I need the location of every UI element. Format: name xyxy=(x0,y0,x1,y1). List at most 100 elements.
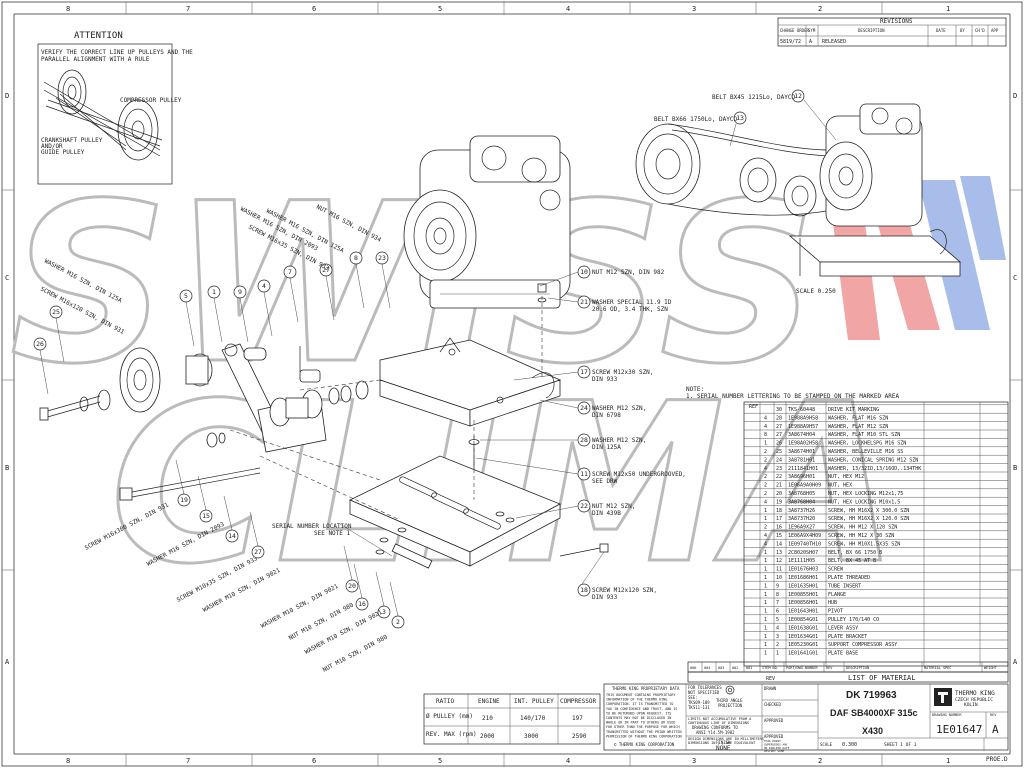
bom-item-no: 19 xyxy=(776,499,782,505)
bom-qty: 1 xyxy=(764,575,767,581)
dk-number: DK 719963 xyxy=(846,690,897,701)
rev-label: REV xyxy=(990,713,997,717)
bom-qty: 1 xyxy=(764,642,767,648)
bom-part-number: 3A8737H20 xyxy=(788,516,815,522)
serial-note-line: SEE NOTE 1 xyxy=(314,530,351,537)
bom-item-no: 8 xyxy=(776,592,779,598)
limits-note: LIMITS NOT ACCUMULATIVE FROM A xyxy=(688,717,752,721)
projection-label: THIRD ANGLE xyxy=(716,698,743,703)
callout-number: 10 xyxy=(580,268,588,276)
finish-label: FINISH xyxy=(716,740,731,745)
bom-qty: 2 xyxy=(764,483,767,489)
bom-item-no: 7 xyxy=(776,600,779,606)
bom-footer-header: 002 xyxy=(732,666,738,670)
bom-qty: 1 xyxy=(764,441,767,447)
conform-note: ANSI Y14.5M-1982 xyxy=(696,730,735,735)
bom-qty: 1 xyxy=(764,600,767,606)
sheet-label: SHEET 1 OF 1 xyxy=(884,742,917,748)
bom-part-number: 1E09740TH10 xyxy=(788,541,821,547)
bom-item-no: 20 xyxy=(776,491,782,497)
title-block: THERMO KING PROPRIETARY DATA THIS DOCUME… xyxy=(603,683,1009,763)
rev-header: DESCRIPTION xyxy=(858,28,885,33)
bom-part-number: 3A8674H04 xyxy=(788,432,815,438)
bom-description: BELT, BX 66 1750 B xyxy=(828,550,882,556)
ratio-cell: 210 xyxy=(482,715,493,722)
bom-part-number: 1E00856H01 xyxy=(788,600,818,606)
tolerance-line: FOR TOLERANCES xyxy=(688,685,722,690)
bom-part-number: 1E96A9X27 xyxy=(788,525,815,531)
note-title: NOTE: xyxy=(686,386,704,393)
callout-label: NUT M12 SZN, DIN 982 xyxy=(592,269,665,276)
bom-part-number: 1E00855H01 xyxy=(788,592,818,598)
bom-part-number: 1E01686H01 xyxy=(788,575,818,581)
description-line-2: X430 xyxy=(862,726,883,736)
col-label: 5 xyxy=(438,757,442,765)
bom-footer-header: 001 xyxy=(746,666,752,670)
bom-part-number: 3A8768H04 xyxy=(788,499,815,505)
note-text: 1. SERIAL NUMBER LETTERING TO BE STAMPED… xyxy=(686,393,900,400)
callout-label: WASHER M12 SZN, xyxy=(592,405,646,412)
col-label: 5 xyxy=(438,5,442,13)
bom-item-no: 3 xyxy=(776,634,779,640)
callout-balloon xyxy=(577,583,591,597)
crankshaft-label-line: GUIDE PULLEY xyxy=(41,149,85,156)
callout-balloon xyxy=(577,433,591,447)
role-label: APPROVED xyxy=(764,734,784,739)
company-location: KOLIN xyxy=(964,702,978,708)
bom-description: SCREW, HH M12 X 30 SZN xyxy=(828,533,894,539)
company-name: THERMO KING xyxy=(955,690,995,697)
bom-footer-header: 006 xyxy=(690,666,696,670)
callout-number: 26 xyxy=(36,340,44,348)
col-label: 8 xyxy=(66,757,70,765)
bom-item-no: 17 xyxy=(776,516,782,522)
belt-balloon-num: 12 xyxy=(794,92,802,100)
idler-pulley xyxy=(39,347,161,421)
bom-item-no: 25 xyxy=(776,449,782,455)
bom-part-number: 3A8737H26 xyxy=(788,508,815,514)
bom-footer-header: REV xyxy=(826,666,833,670)
bom-item-no: 4 xyxy=(776,625,779,631)
bom-description: WASHER, 13/32ID,13/16OD,.134THK xyxy=(828,466,921,472)
bom-title: LIST OF MATERIAL xyxy=(848,674,915,682)
bom-qty: 1 xyxy=(764,567,767,573)
bom-qty: 2 xyxy=(764,491,767,497)
serial-note-line: SERIAL NUMBER LOCATION xyxy=(272,523,352,530)
tolerance-line: TKS09-109 xyxy=(688,700,710,705)
finish-value: NONE xyxy=(716,745,731,752)
callout-number: 3 xyxy=(382,608,386,616)
bom-description: TUBE INSERT xyxy=(828,583,861,589)
ratio-cell: 3000 xyxy=(524,733,539,740)
callout-number: 24 xyxy=(580,404,588,412)
long-screw xyxy=(119,432,261,501)
compressor xyxy=(403,135,571,309)
bom-rev-label: REV xyxy=(766,676,775,682)
callout-number: 11 xyxy=(580,470,588,478)
bom-description: WASHER, LOCKHELSPG M16 SZN xyxy=(828,441,906,447)
bom-qty: 4 xyxy=(764,541,767,547)
role-label: CHECKED xyxy=(764,702,781,707)
rev-header: BY xyxy=(960,28,965,33)
revisions-table: REVISIONS CHANGE ORDER SYM DESCRIPTION D… xyxy=(777,17,1007,47)
drawing-number-label: DRAWING NUMBER xyxy=(932,713,962,717)
bom-description: NUT, HEX LOCKING M12x1,75 xyxy=(828,491,903,497)
bom-part-number: 3A8768H05 xyxy=(788,491,815,497)
base-plate xyxy=(349,455,561,569)
bom-description: PLATE BASE xyxy=(828,651,858,657)
rev-header: CH'D xyxy=(975,28,985,33)
proprietary-title: THERMO KING PROPRIETARY DATA xyxy=(612,686,680,691)
bom-item-no: 11 xyxy=(776,567,782,573)
supersedes-line: OR EARLIER DATE xyxy=(764,746,790,750)
bom-item-no: 22 xyxy=(776,474,782,480)
row-label: D xyxy=(1013,92,1017,100)
bom-qty: 1 xyxy=(764,651,767,657)
rev-header: SYM xyxy=(808,28,816,33)
bom-description: HUB xyxy=(828,600,837,606)
belt-label: BELT BX66 1750Lo, DAYCO xyxy=(654,116,737,123)
thermo-king-logo xyxy=(934,688,952,706)
